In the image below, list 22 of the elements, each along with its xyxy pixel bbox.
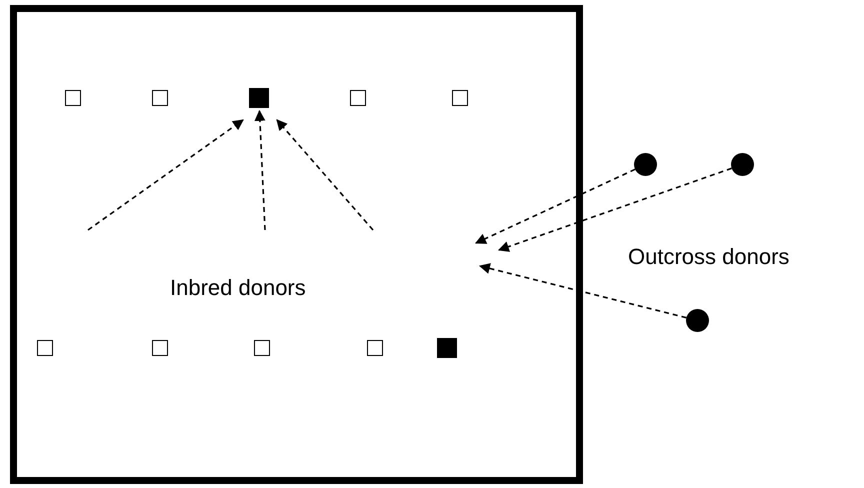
- square-marker: [37, 340, 53, 356]
- square-marker: [152, 340, 168, 356]
- dashed-arrow: [478, 263, 687, 318]
- square-marker: [452, 90, 468, 106]
- dashed-arrow: [276, 119, 374, 231]
- square-marker: [350, 90, 366, 106]
- square-marker: [254, 340, 270, 356]
- dashed-arrow: [88, 119, 244, 231]
- group-label: Outcross donors: [628, 244, 790, 270]
- dashed-arrow: [254, 110, 266, 230]
- group-label: Inbred donors: [170, 275, 306, 301]
- square-marker: [249, 88, 269, 108]
- dashed-arrow: [498, 168, 732, 252]
- dot-marker: [686, 309, 709, 332]
- square-marker: [152, 90, 168, 106]
- dashed-arrow: [475, 168, 636, 244]
- dot-marker: [731, 153, 754, 176]
- plot-frame: [10, 5, 583, 484]
- square-marker: [437, 338, 457, 358]
- square-marker: [65, 90, 81, 106]
- dot-marker: [634, 153, 657, 176]
- square-marker: [367, 340, 383, 356]
